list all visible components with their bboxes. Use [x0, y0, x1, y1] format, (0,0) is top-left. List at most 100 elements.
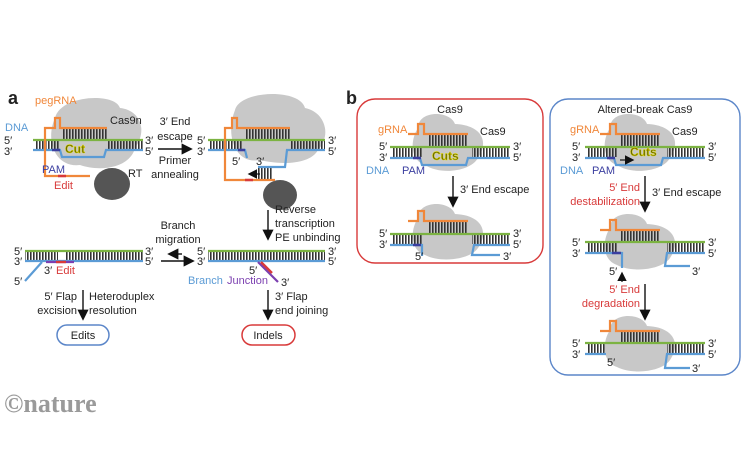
end-label: 5′	[572, 338, 580, 350]
arrow4-text: resolution	[89, 305, 137, 317]
pam-label: PAM	[402, 165, 425, 177]
end-label: 3′	[145, 135, 153, 147]
branch-label: Branch	[188, 275, 223, 287]
arrow1-text: escape	[157, 131, 192, 143]
end-label: 3′	[379, 152, 387, 164]
end-label: 3′	[44, 265, 52, 277]
end-label: 5′	[708, 349, 716, 361]
end-label: 3′	[708, 338, 716, 350]
edit-label: Edit	[54, 180, 73, 192]
end-label: 3′	[572, 248, 580, 260]
step4-edited-duplex	[24, 249, 143, 282]
arrow2-text: transcription	[275, 218, 335, 230]
arrow5-text: 3′ Flap	[275, 291, 308, 303]
cas9-label: Cas9	[480, 126, 506, 138]
end-label: 5′	[232, 156, 240, 168]
arrow4-text: excision	[37, 305, 77, 317]
step2-complex	[208, 93, 326, 210]
arrow-text: 3′ End escape	[652, 187, 721, 199]
end-label: 3′	[692, 363, 700, 375]
degradation-text: degradation	[582, 298, 640, 310]
pegrna-label: pegRNA	[35, 95, 77, 107]
panel-b-label: b	[346, 88, 357, 108]
dna-label: DNA	[5, 122, 29, 134]
end-label: 3′	[692, 266, 700, 278]
arrow2-text: PE unbinding	[275, 232, 340, 244]
end-label: 5′	[379, 228, 387, 240]
rt-label: RT	[128, 168, 143, 180]
altered-complex-1	[585, 113, 705, 171]
end-label: 5′	[197, 135, 205, 147]
nature-logo: ©nature	[4, 389, 97, 418]
arrow3-text: migration	[155, 234, 200, 246]
end-label: 3′	[256, 156, 264, 168]
dna-label: DNA	[560, 165, 584, 177]
end-label: 5′	[708, 248, 716, 260]
end-label: 3′	[572, 349, 580, 361]
altered-complex-3	[585, 315, 705, 372]
end-label: 3′	[513, 228, 521, 240]
end-label: 5′	[4, 135, 12, 147]
end-label: 5′	[708, 152, 716, 164]
cuts-label: Cuts	[630, 145, 657, 159]
end-label: 5′	[513, 239, 521, 251]
grna-label: gRNA	[378, 124, 408, 136]
arrow2-text: Reverse	[275, 204, 316, 216]
pam-label: PAM	[592, 165, 615, 177]
arrow4-text: 5′ Flap	[44, 291, 77, 303]
cas9-complex-2	[390, 203, 510, 260]
rt-enzyme	[94, 168, 130, 200]
arrow-text: 3′ End escape	[460, 184, 529, 196]
end-label: 3′	[4, 146, 12, 158]
end-label: 5′	[14, 276, 22, 288]
end-label: 5′	[14, 246, 22, 258]
end-label: 5′	[249, 265, 257, 277]
end-label: 3′	[708, 141, 716, 153]
end-label: 3′	[572, 152, 580, 164]
edits-outcome-label: Edits	[71, 330, 96, 342]
pegrna-strand	[43, 116, 107, 178]
arrow4-text: Heteroduplex	[89, 291, 155, 303]
end-label: 5′	[572, 141, 580, 153]
arrow3-text: Branch	[161, 220, 196, 232]
end-label: 5′	[415, 251, 423, 263]
degradation-text: 5′ End	[609, 284, 640, 296]
end-label: 5′	[379, 141, 387, 153]
indels-outcome-label: Indels	[253, 330, 283, 342]
cas9-complex-1	[390, 113, 510, 171]
cut-label: Cut	[65, 142, 85, 156]
end-label: 5′	[197, 246, 205, 258]
cuts-label: Cuts	[432, 149, 459, 163]
end-label: 3′	[197, 256, 205, 268]
end-label: 3′	[328, 135, 336, 147]
step1-complex	[33, 97, 143, 200]
altered-complex-2	[585, 213, 705, 282]
end-label: 3′	[379, 239, 387, 251]
end-label: 3′	[328, 246, 336, 258]
cas9n-label: Cas9n	[110, 115, 142, 127]
edits-outcome-box	[56, 324, 110, 346]
step3-flap-duplex	[208, 249, 325, 283]
end-label: 5′	[572, 237, 580, 249]
end-label: 5′	[145, 146, 153, 158]
destabilization-text: destabilization	[570, 196, 640, 208]
arrow5-text: end joining	[275, 305, 328, 317]
dna-label: DNA	[366, 165, 390, 177]
end-label: 3′	[503, 251, 511, 263]
end-label: 3′	[513, 141, 521, 153]
altered-box-title: Altered-break Cas9	[598, 104, 693, 116]
end-label: 5′	[145, 256, 153, 268]
junction-label: Junction	[227, 275, 268, 287]
pam-label: PAM	[42, 164, 65, 176]
end-label: 5′	[607, 357, 615, 369]
cas9-label: Cas9	[672, 126, 698, 138]
panel-a-label: a	[8, 88, 19, 108]
end-label: 3′	[281, 277, 289, 289]
end-label: 3′	[145, 246, 153, 258]
indels-outcome-box	[241, 324, 296, 346]
end-label: 3′	[197, 146, 205, 158]
edit-label: Edit	[56, 265, 75, 277]
end-label: 5′	[609, 266, 617, 278]
grna-label: gRNA	[570, 124, 600, 136]
